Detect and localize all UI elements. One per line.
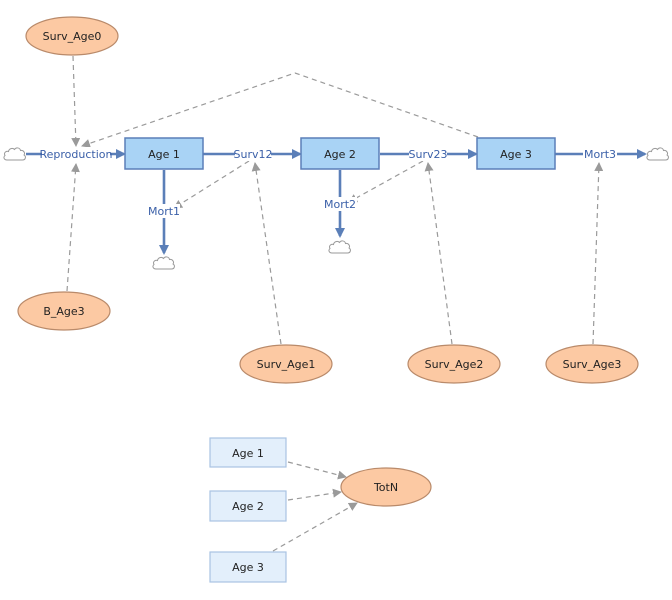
variable-surv-age1[interactable]: Surv_Age1 xyxy=(239,344,333,384)
connector-surv-age1-to-surv12 xyxy=(251,162,282,345)
variable-surv-age2-label: Surv_Age2 xyxy=(425,358,484,371)
variable-surv-age3-label: Surv_Age3 xyxy=(563,358,622,371)
flow-mort2-label: Mort2 xyxy=(324,198,356,211)
variable-surv-age0-label: Surv_Age0 xyxy=(43,30,102,43)
stock-age2[interactable]: Age 2 xyxy=(300,137,380,170)
ghost-stock-age2[interactable]: Age 2 xyxy=(209,490,287,522)
variable-surv-age0[interactable]: Surv_Age0 xyxy=(25,16,119,56)
flow-reproduction-label: Reproduction xyxy=(40,148,113,161)
sink-cloud-icon-mort3 xyxy=(646,147,669,161)
connector-surv-age3-to-mort3 xyxy=(592,162,604,345)
flow-mort2[interactable]: Mort2 xyxy=(323,197,357,211)
variable-totn-label: TotN xyxy=(373,481,398,494)
flow-reproduction[interactable]: Reproduction xyxy=(40,147,113,161)
connector-age3-to-reproduction xyxy=(81,72,479,148)
connector-surv12-to-mort1 xyxy=(173,160,250,209)
connector-ghost-age1-to-totn xyxy=(287,461,347,480)
source-cloud-icon xyxy=(3,147,26,161)
flow-mort3[interactable]: Mort3 xyxy=(583,147,617,161)
ghost-stock-age3[interactable]: Age 3 xyxy=(209,551,287,583)
flow-mort3-label: Mort3 xyxy=(584,148,616,161)
variable-b-age3[interactable]: B_Age3 xyxy=(17,291,111,331)
connector-b-age3-to-reproduction xyxy=(66,163,80,292)
ghost-stock-age3-label: Age 3 xyxy=(232,561,264,574)
flow-surv12-label: Surv12 xyxy=(234,148,273,161)
flow-surv23-label: Surv23 xyxy=(409,148,448,161)
connector-surv-age0-to-reproduction xyxy=(71,55,81,147)
ghost-stock-age2-label: Age 2 xyxy=(232,500,264,513)
variable-totn[interactable]: TotN xyxy=(340,467,432,507)
flow-mort1-label: Mort1 xyxy=(148,205,180,218)
ghost-stock-age1[interactable]: Age 1 xyxy=(209,437,287,468)
sink-cloud-icon-mort1 xyxy=(152,256,175,270)
ghost-stock-age1-label: Age 1 xyxy=(232,447,264,460)
variable-b-age3-label: B_Age3 xyxy=(43,305,84,318)
connector-ghost-age2-to-totn xyxy=(287,488,342,501)
stock-age1[interactable]: Age 1 xyxy=(124,137,204,170)
variable-surv-age2[interactable]: Surv_Age2 xyxy=(407,344,501,384)
flow-mort1[interactable]: Mort1 xyxy=(148,204,180,218)
sink-cloud-icon-mort2 xyxy=(328,240,351,254)
variable-surv-age1-label: Surv_Age1 xyxy=(257,358,316,371)
connector-surv-age2-to-surv23 xyxy=(424,162,453,345)
stock-age3-label: Age 3 xyxy=(500,148,532,161)
flow-surv23[interactable]: Surv23 xyxy=(409,147,448,161)
stock-age2-label: Age 2 xyxy=(324,148,356,161)
connector-ghost-age3-to-totn xyxy=(272,502,358,552)
flow-surv12[interactable]: Surv12 xyxy=(234,147,273,161)
stock-age3[interactable]: Age 3 xyxy=(476,137,556,170)
variable-surv-age3[interactable]: Surv_Age3 xyxy=(545,344,639,384)
stock-age1-label: Age 1 xyxy=(148,148,180,161)
